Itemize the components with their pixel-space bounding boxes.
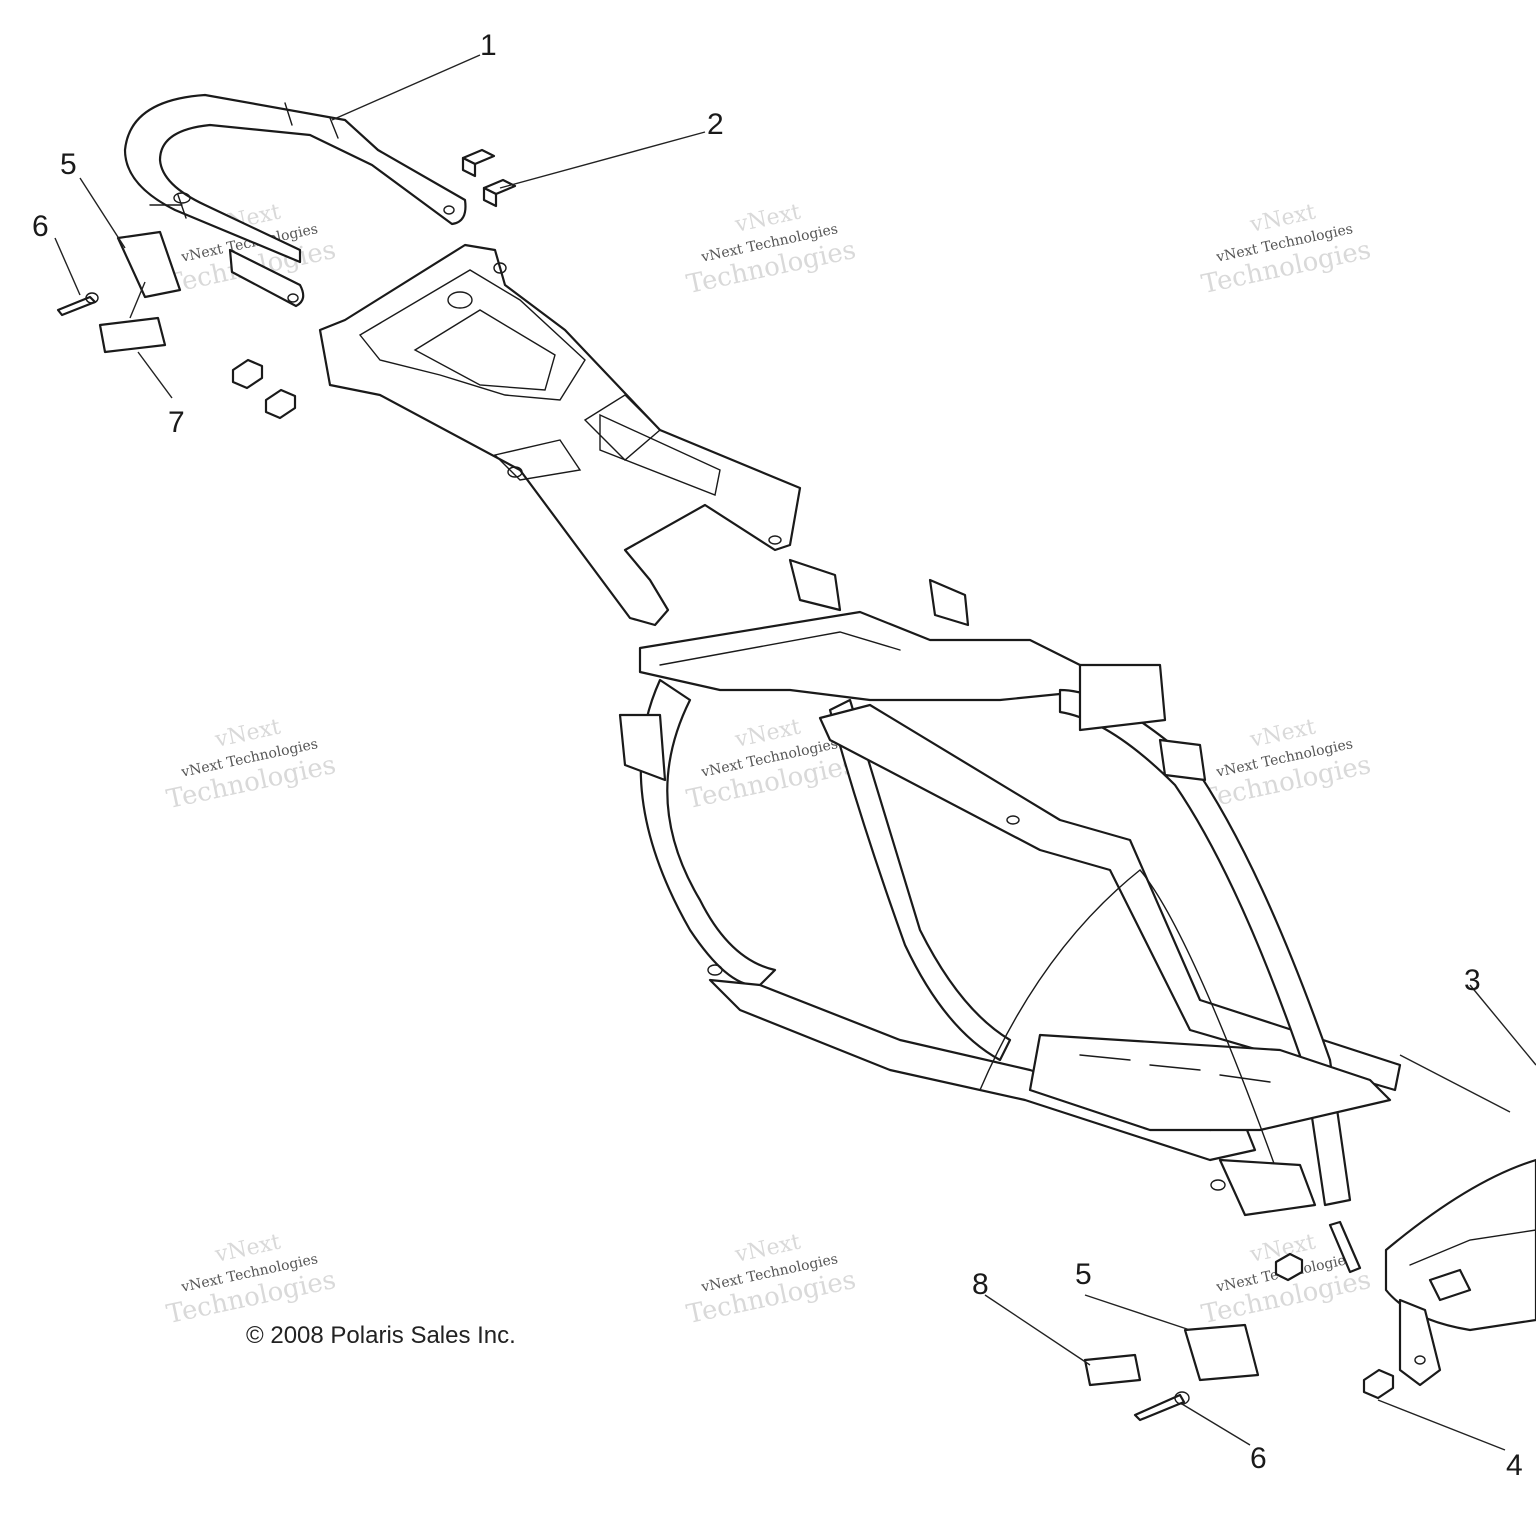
rear-subframe [318, 243, 802, 627]
watermark-7: vNext vNext Technologies Technologies [164, 1230, 339, 1331]
callout-4: 4 [1506, 1449, 1523, 1482]
plate-rear [116, 230, 182, 299]
rivet-front [1133, 1393, 1186, 1422]
bolts [231, 148, 1395, 1400]
callout-5-rear: 5 [60, 148, 77, 181]
bolt-icon [231, 358, 264, 390]
bolt-icon [264, 388, 297, 420]
decal-rear [98, 316, 167, 354]
callout-6-front: 6 [1250, 1442, 1267, 1475]
watermark-2: vNext vNext Technologies Technologies [684, 200, 859, 301]
rivet-rear [56, 295, 97, 317]
callout-3: 3 [1464, 964, 1481, 997]
decal-front [1083, 1353, 1142, 1387]
watermark-6: vNext vNext Technologies Technologies [1199, 715, 1374, 816]
front-bumper [1328, 1158, 1536, 1387]
callout-5-front: 5 [1075, 1258, 1092, 1291]
plate-front [1183, 1323, 1260, 1382]
callout-labels: 1 2 3 4 5 5 6 6 7 8 [32, 29, 1523, 1482]
callout-7: 7 [168, 406, 185, 439]
watermark-4: vNext vNext Technologies Technologies [164, 715, 339, 816]
rear-grab-bar [123, 93, 467, 308]
callout-1: 1 [480, 29, 497, 62]
copyright-notice: © 2008 Polaris Sales Inc. [246, 1322, 516, 1349]
bolt-icon [1274, 1252, 1304, 1282]
watermark-3: vNext vNext Technologies Technologies [1199, 200, 1374, 301]
watermark-8: vNext vNext Technologies Technologies [684, 1230, 859, 1331]
leader-lines [54, 54, 1536, 1451]
main-frame [618, 558, 1402, 1217]
callout-6-rear: 6 [32, 210, 49, 243]
bolt-icon [1362, 1368, 1395, 1400]
bolt-icon [482, 178, 517, 208]
mounting-hardware [56, 230, 1260, 1422]
callout-8: 8 [972, 1268, 989, 1301]
bolt-icon [461, 148, 496, 178]
callout-2: 2 [707, 108, 724, 141]
